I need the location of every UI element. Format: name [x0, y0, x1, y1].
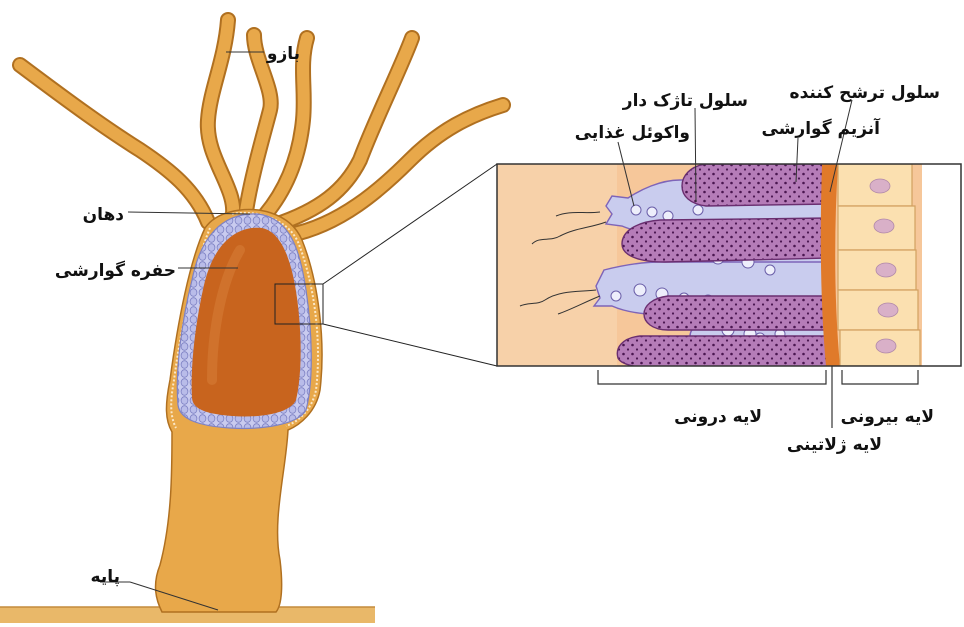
flagellated-cell-label: سلول تاژک دار — [622, 91, 748, 111]
cavity-label: حفره گوارشی — [55, 260, 176, 281]
mouth-label: دهان — [83, 205, 125, 225]
inner-layer-bracket — [598, 370, 826, 384]
secretory-cell-label: سلول ترشح کننده — [790, 83, 940, 103]
zoom-line-bottom — [323, 324, 497, 366]
outer-layer-label: لایه بیرونی — [841, 407, 934, 427]
base-label: پایه — [91, 567, 120, 587]
outer-layer-bracket — [842, 370, 918, 384]
inner-layer-label: لایه درونی — [674, 407, 762, 427]
arm-label: بازو — [266, 44, 300, 64]
jelly-layer-label: لایه ژلاتینی — [787, 435, 882, 455]
inset-gradient — [497, 164, 617, 366]
enzyme-label: آنزیم گوارشی — [762, 117, 882, 139]
inset-right-blank — [922, 164, 962, 366]
food-vacuole-label: واکوئل غذایی — [575, 123, 690, 143]
inset-cross-section — [497, 164, 962, 368]
